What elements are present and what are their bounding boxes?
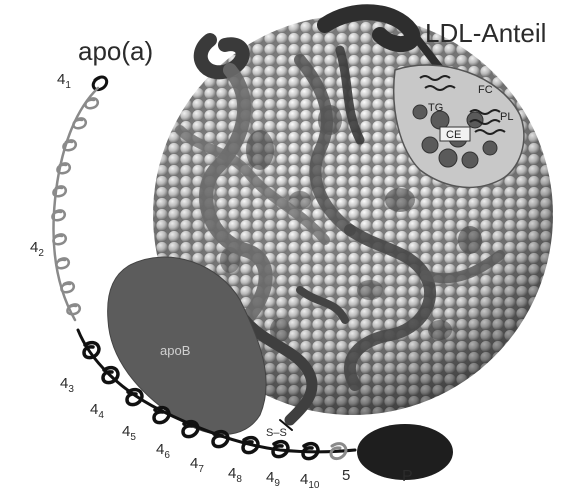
kringle-label: 41 bbox=[57, 71, 71, 91]
lipid-label-tg: TG bbox=[428, 102, 443, 114]
kringle-4-2-repeats bbox=[54, 88, 98, 320]
kringle-label: 42 bbox=[30, 239, 44, 259]
disulfide-label: S–S bbox=[266, 427, 287, 439]
kringle-label: 45 bbox=[122, 423, 136, 443]
apoa-title: apo(a) bbox=[78, 36, 153, 66]
kringle-label: 48 bbox=[228, 465, 242, 485]
kringle-label: 49 bbox=[266, 469, 280, 489]
kringle-label: 5 bbox=[342, 467, 350, 484]
kringle-label: 410 bbox=[300, 471, 320, 491]
kringle-label: 44 bbox=[90, 401, 104, 421]
kringle-label: 46 bbox=[156, 441, 170, 461]
lipid-label-ce: CE bbox=[446, 129, 461, 141]
kringle-label: 43 bbox=[60, 375, 74, 395]
kringle-label: 47 bbox=[190, 455, 204, 475]
lipid-label-fc: FC bbox=[478, 84, 493, 96]
kringle-4-1 bbox=[93, 77, 106, 90]
lipid-label-pl: PL bbox=[500, 111, 513, 123]
apob-label: apoB bbox=[160, 343, 190, 358]
protease-label: P bbox=[402, 468, 413, 485]
ldl-title: LDL-Anteil bbox=[425, 18, 546, 48]
